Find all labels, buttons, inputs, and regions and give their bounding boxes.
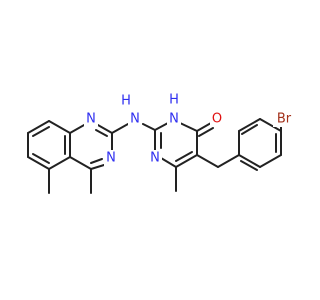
bond-aryl-4: [259, 118, 282, 132]
atom-linker-h: H: [121, 94, 131, 109]
bond-benzo-3: [27, 156, 50, 170]
bond-ch2-aryl: [217, 154, 240, 168]
atom-linker-n: N: [130, 112, 140, 127]
bond-aryl-1: [238, 154, 261, 168]
bond-c4p-n3p: [160, 157, 177, 168]
bond-benzo-3-inner: [32, 153, 50, 164]
bond-c5p-c4p-inner: [175, 151, 193, 162]
bond-c8a-n1: [69, 123, 86, 134]
bonds: [27, 118, 282, 194]
bond-n1h-c6p: [179, 122, 198, 132]
atom-labels: N N N H N H N O Br: [84, 93, 295, 166]
bond-c5p-ch2: [196, 154, 219, 168]
bond-benzo-6: [48, 120, 71, 134]
bond-c2-nh: [111, 123, 129, 134]
atom-n3-pyrimidinone: N: [150, 151, 160, 166]
bond-c2p-n1h: [154, 122, 169, 131]
bond-c4-c4a: [69, 156, 92, 170]
bond-aryl-5-inner: [241, 124, 258, 135]
bond-aryl-1-inner: [240, 160, 258, 171]
atom-n1h-hydrogen: H: [169, 93, 179, 108]
bond-n1-c2-inner: [95, 129, 108, 137]
bond-nh-c2p: [142, 123, 156, 131]
molecule-structure-diagram: N N N H N H N O Br: [27, 92, 295, 194]
bond-benzo-1-inner: [32, 126, 50, 137]
bond-n3-c4-inner: [90, 158, 103, 164]
bond-n1-c2: [96, 123, 113, 134]
bond-carbonyl-2: [198, 127, 214, 137]
bond-c5p-c4p: [175, 154, 198, 168]
atom-n1-quinazoline: N: [86, 112, 96, 127]
bond-aryl-5: [238, 118, 261, 132]
bond-benzo-4: [48, 156, 71, 170]
atom-n3-quinazoline: N: [106, 151, 116, 166]
bond-carbonyl-1: [196, 122, 212, 132]
atom-n1h-pyrimidinone: N: [169, 112, 179, 127]
bond-aryl-2: [259, 154, 282, 168]
atom-carbonyl-oxygen: O: [212, 112, 222, 127]
bond-benzo-1: [27, 120, 50, 134]
bond-n3-c4: [90, 164, 105, 170]
atom-bromine: Br: [277, 112, 292, 127]
